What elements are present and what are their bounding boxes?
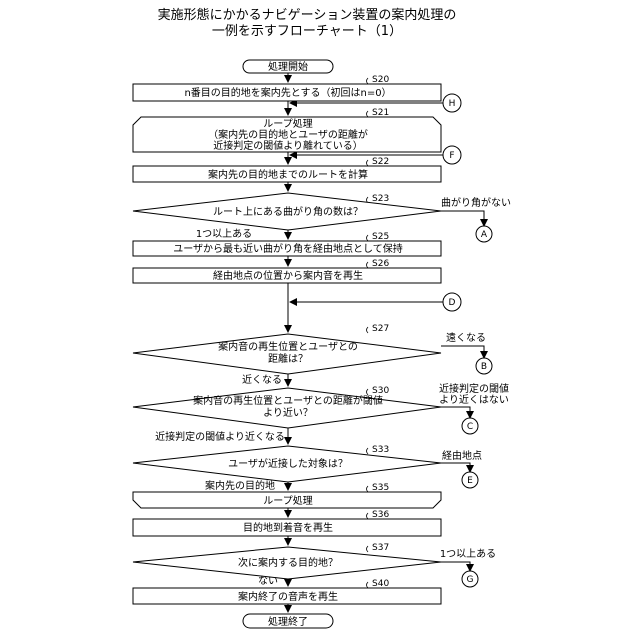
step-s35-id: S35 <box>372 483 389 493</box>
step-s30-line-2: より近い？ <box>263 406 313 419</box>
step-s37-id: S37 <box>372 543 389 553</box>
step-tick <box>367 235 369 241</box>
step-s21-id: S21 <box>372 108 389 118</box>
branch-a-line <box>441 211 484 226</box>
step-s33-dest-label: 案内先の目的地 <box>205 479 275 492</box>
step-tick <box>367 513 369 519</box>
step-s37-none-label: ない <box>258 575 278 587</box>
step-s33-id: S33 <box>372 445 389 455</box>
step-s30-no-label-1: 近接判定の閾値 <box>439 382 509 395</box>
step-tick <box>367 262 369 268</box>
connector-f-label: F <box>449 151 454 161</box>
connector-d-label: D <box>449 298 456 308</box>
step-s36-text: 目的地到着音を再生 <box>243 521 333 534</box>
step-s35-text: ループ処理 <box>263 494 312 507</box>
connector-c-label: C <box>467 422 473 432</box>
step-tick <box>367 486 369 492</box>
end-label: 処理終了 <box>268 615 308 628</box>
step-tick <box>367 448 369 454</box>
step-s30-yes-label: 近接判定の閾値より近くなる <box>155 430 285 443</box>
connector-g-label: G <box>467 575 474 585</box>
step-s20-id: S20 <box>372 75 389 85</box>
step-s30-no-label-2: より近くはない <box>439 393 509 406</box>
branch-e-line <box>441 463 470 472</box>
branch-g-line <box>441 562 470 571</box>
step-s22-text: 案内先の目的地までのルートを計算 <box>208 168 368 181</box>
connector-b-label: B <box>481 362 487 372</box>
step-s22-id: S22 <box>372 157 389 167</box>
step-tick <box>367 111 369 117</box>
step-s27-line-1: 案内音の再生位置とユーザとの <box>218 340 358 353</box>
step-s33-text: ユーザが近接した対象は？ <box>228 457 348 470</box>
step-tick <box>367 582 369 588</box>
step-s30-id: S30 <box>372 386 389 396</box>
step-tick <box>367 327 369 333</box>
step-tick <box>367 546 369 552</box>
title-line-2: 一例を示すフローチャート（1） <box>212 24 402 39</box>
step-s25-id: S25 <box>372 232 389 242</box>
step-s36-id: S36 <box>372 510 389 520</box>
connector-e-label: E <box>467 476 473 486</box>
step-s27-id: S27 <box>372 324 389 334</box>
branch-c-line <box>441 407 470 418</box>
step-s37-text: 次に案内する目的地？ <box>238 556 338 569</box>
step-s27-near-label: 近くなる <box>242 373 282 386</box>
step-s21-line-3: 近接判定の閾値より離れている） <box>213 139 363 152</box>
connector-a-label: A <box>481 230 488 240</box>
step-s27-line-2: 距離は？ <box>268 352 308 365</box>
start-label: 処理開始 <box>268 60 308 73</box>
step-s21-line-1: ループ処理 <box>263 117 312 130</box>
step-s23-no-label: 曲がり角がない <box>441 196 511 209</box>
step-s37-more-label: 1つ以上ある <box>440 548 496 560</box>
step-s27-far-label: 遠くなる <box>446 331 486 344</box>
title-line-1: 実施形態にかかるナビゲーション装置の案内処理の <box>158 7 457 23</box>
step-tick <box>367 389 369 395</box>
step-s33-waypoint-label: 経由地点 <box>442 449 482 462</box>
step-tick <box>367 78 369 84</box>
step-s26-id: S26 <box>372 259 389 269</box>
step-s26-text: 経由地点の位置から案内音を再生 <box>213 269 363 282</box>
step-s23-yes-label: 1つ以上ある <box>196 228 252 240</box>
step-s30-line-1: 案内音の再生位置とユーザとの距離が閾値 <box>193 394 383 407</box>
connector-h-label: H <box>449 99 456 109</box>
step-s40-text: 案内終了の音声を再生 <box>238 590 338 603</box>
step-s40-id: S40 <box>372 579 389 589</box>
step-s20-text: n番目の目的地を案内先とする（初回はn=0） <box>184 86 391 99</box>
step-s23-id: S23 <box>372 194 389 204</box>
branch-b-line <box>441 346 484 358</box>
step-s25-text: ユーザから最も近い曲がり角を経由地点として保持 <box>173 242 403 255</box>
step-s21-line-2: （案内先の目的地とユーザの距離が <box>208 128 368 141</box>
step-tick <box>367 160 369 166</box>
step-s23-text: ルート上にある曲がり角の数は？ <box>213 205 363 218</box>
